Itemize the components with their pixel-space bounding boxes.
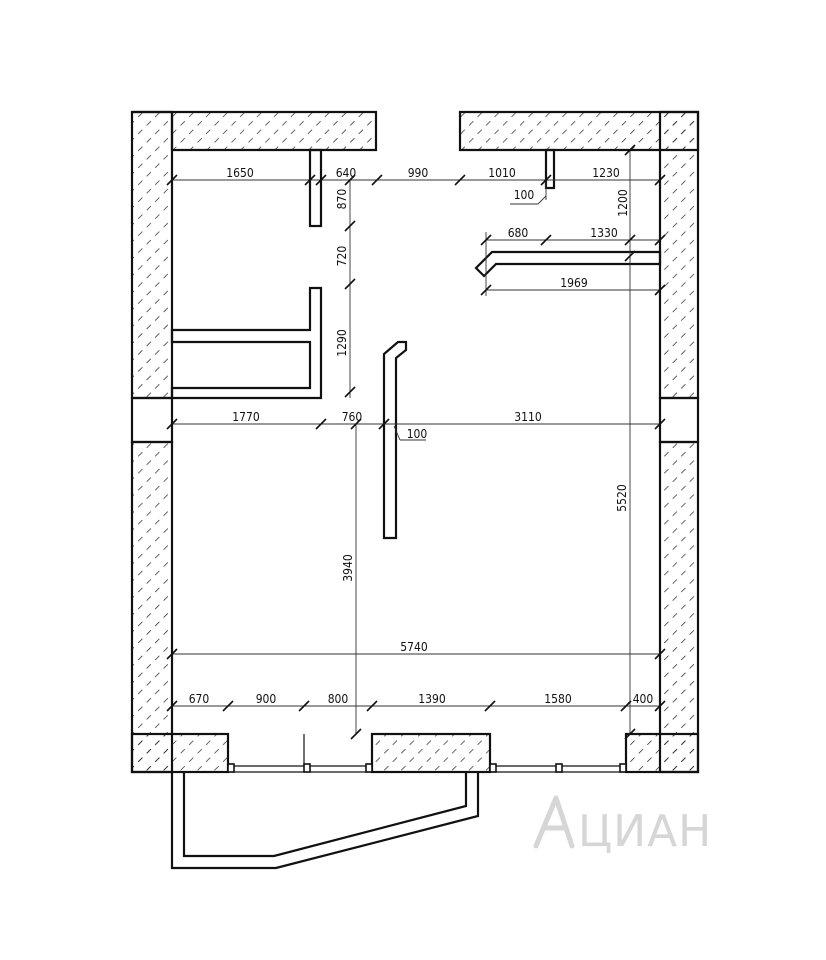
- dim-partition-note: 100: [407, 427, 428, 441]
- dim-left-v-2: 720: [335, 246, 349, 267]
- dim-right-3: 1200: [616, 189, 630, 217]
- partition-right: [474, 250, 662, 278]
- dimension-labels: 1650 640 990 1010 1230 100 680 1330 1200…: [189, 166, 654, 706]
- wall-inner-outline: [130, 396, 700, 444]
- dim-height-lower: 3940: [341, 554, 355, 582]
- dim-height-total: 5520: [615, 484, 629, 512]
- dim-bottom-6: 400: [633, 692, 654, 706]
- dim-bottom-4: 1390: [418, 692, 446, 706]
- windows: [227, 734, 627, 773]
- dim-top-2: 640: [336, 166, 357, 180]
- dim-mid-3: 3110: [514, 410, 542, 424]
- dim-top-1: 1650: [226, 166, 254, 180]
- cian-logo-icon: [533, 795, 575, 849]
- dim-left-v-1: 870: [335, 189, 349, 210]
- wall-right-lower: [658, 440, 700, 774]
- dim-top-4: 1010: [488, 166, 516, 180]
- dimension-lines: [172, 150, 660, 734]
- dim-top-5: 1230: [592, 166, 620, 180]
- dim-bottom-5: 1580: [544, 692, 572, 706]
- partition-stub: [544, 148, 556, 190]
- watermark: ЦИАН: [533, 795, 712, 857]
- wall-right-upper: [658, 110, 700, 400]
- wall-bottom-middle: [370, 732, 492, 774]
- dim-width-total: 5740: [400, 640, 428, 654]
- dim-bottom-1: 670: [189, 692, 210, 706]
- watermark-text: ЦИАН: [578, 806, 712, 857]
- dim-right-1: 680: [508, 226, 529, 240]
- balcony: [170, 772, 480, 870]
- wall-bottom-right: [624, 732, 700, 774]
- partition-left-room: [170, 286, 323, 400]
- dim-right-4: 1969: [560, 276, 588, 290]
- wall-left-upper: [130, 110, 174, 400]
- dim-small-wall-note: 100: [514, 188, 535, 202]
- dim-top-3: 990: [408, 166, 429, 180]
- partition-upper-left: [308, 148, 323, 228]
- wall-left-lower: [130, 440, 174, 774]
- dim-left-v-3: 1290: [335, 329, 349, 357]
- wall-bottom-left: [130, 732, 230, 774]
- dimension-ticks: [166, 144, 666, 740]
- exterior-walls: [130, 110, 700, 774]
- dim-right-2: 1330: [590, 226, 618, 240]
- dim-mid-1: 1770: [232, 410, 260, 424]
- partitions: [170, 148, 662, 540]
- dim-bottom-2: 900: [256, 692, 277, 706]
- dim-bottom-3: 800: [328, 692, 349, 706]
- partition-center: [382, 340, 408, 540]
- dim-mid-2: 760: [342, 410, 363, 424]
